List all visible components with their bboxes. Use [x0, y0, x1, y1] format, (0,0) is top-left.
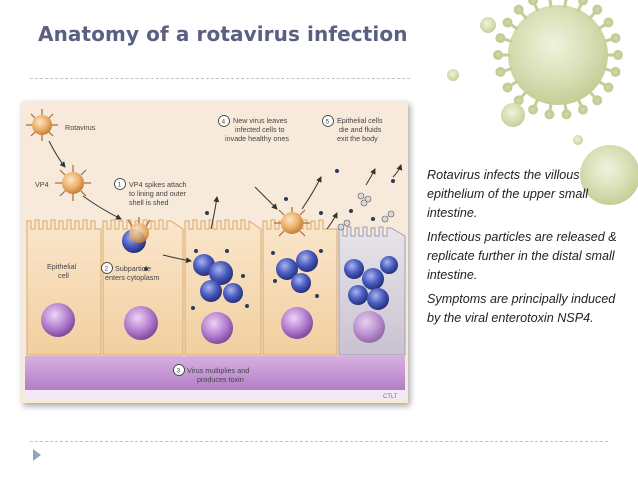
- note-paragraph: Symptoms are principally induced by the …: [427, 292, 616, 325]
- rotavirus-infection-diagram: Rotavirus VP4 1 VP4 spikes attach to lin…: [21, 101, 408, 403]
- notes-text: Rotavirus infects the villous epithelium…: [427, 166, 622, 333]
- decorative-virus-illustration: [447, 0, 638, 205]
- note-paragraph: Infectious particles are released & repl…: [427, 230, 617, 282]
- note-paragraph: Rotavirus infects the villous epithelium…: [427, 168, 589, 220]
- label-rotavirus: Rotavirus: [65, 123, 96, 132]
- step-number: 3: [177, 368, 181, 375]
- epithelial-cell: [184, 219, 262, 356]
- epithelial-cell: [262, 219, 338, 356]
- label-step5-line1: Epithelial cells: [337, 116, 383, 125]
- image-credit: CTLT: [383, 394, 398, 400]
- rotavirus-particle: [274, 207, 310, 237]
- label-step3-line1: Virus multiplies and: [187, 366, 249, 375]
- label-epithelial-line2: cell: [58, 271, 69, 280]
- label-step2-line1: Subparticle: [115, 264, 151, 273]
- step-number: 1: [118, 182, 122, 189]
- slide-title: Anatomy of a rotavirus infection: [38, 22, 408, 46]
- label-step2-line2: enters cytoplasm: [105, 273, 159, 282]
- step-number: 5: [326, 119, 330, 126]
- rotavirus-particle: [26, 109, 58, 141]
- step-number: 4: [222, 119, 226, 126]
- epithelial-cell: [26, 219, 102, 356]
- triangle-arrow-icon: [33, 449, 41, 461]
- label-step1-line3: shell is shed: [129, 198, 169, 207]
- label-epithelial-line1: Epithelial: [47, 262, 77, 271]
- label-vp4: VP4: [35, 180, 49, 189]
- rotavirus-particle: [55, 165, 91, 201]
- footer-divider: [30, 441, 608, 442]
- label-step4-line2: infected cells to: [235, 125, 285, 134]
- rotavirus-particle: [127, 217, 151, 243]
- dying-epithelial-cell: [338, 226, 406, 356]
- label-step1-line2: to lining and outer: [129, 189, 187, 198]
- label-step3-line2: produces toxin: [197, 375, 244, 384]
- title-divider: [30, 78, 410, 79]
- step-number: 2: [105, 266, 109, 273]
- label-step5-line2: die and fluids: [339, 125, 382, 134]
- label-step4-line1: New virus leaves: [233, 116, 288, 125]
- label-step5-line3: exit the body: [337, 134, 378, 143]
- label-step1-line1: VP4 spikes attach: [129, 180, 187, 189]
- label-step4-line3: invade healthy ones: [225, 134, 289, 143]
